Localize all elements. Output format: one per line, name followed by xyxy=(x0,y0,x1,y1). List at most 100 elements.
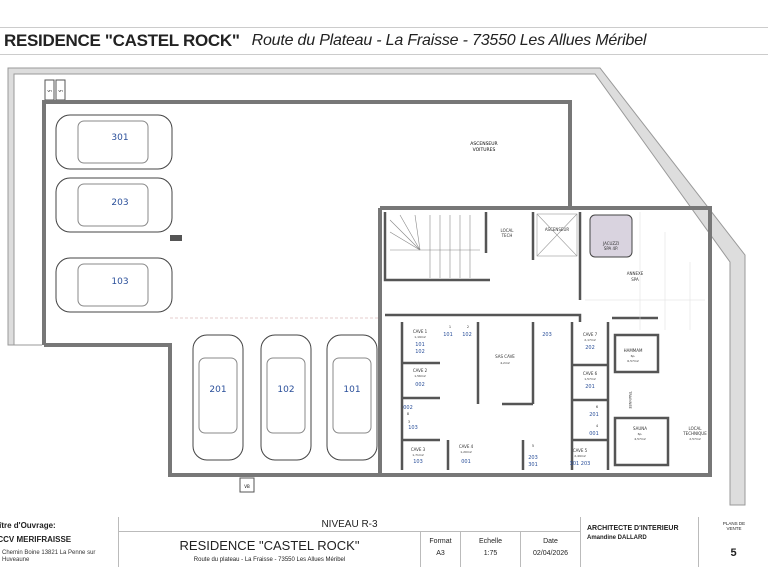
room-area: 1,56m2 xyxy=(414,374,426,378)
sheet-cell: PLANS DE VENTE 5 xyxy=(698,517,768,567)
room-sas-cave: SAS CAVE xyxy=(495,354,515,359)
room-area: 4,2m2 xyxy=(500,361,510,365)
locker-lot: 103 xyxy=(408,425,418,431)
architect-name: Amandine DALLARD xyxy=(587,535,647,541)
architect-label: ARCHITECTE D'INTERIEUR xyxy=(587,525,679,532)
room-local-technique: LOCAL xyxy=(689,426,703,431)
elevator-shaft xyxy=(536,213,578,257)
lot-number: 001 xyxy=(461,459,471,465)
locker-number: 5 xyxy=(532,444,534,448)
locker-number: 2 xyxy=(467,325,469,329)
date-value: 02/04/2026 xyxy=(532,550,569,557)
room-cave-5: CAVE 5 xyxy=(573,448,588,453)
owner-address: Chemin Boine 13821 La Penne sur Huveaune xyxy=(2,550,96,563)
lot-number: 101 xyxy=(415,342,425,348)
lot-number: 201 xyxy=(585,384,595,390)
vent-vb xyxy=(239,477,255,493)
room-area: 2,49m2 xyxy=(574,454,586,458)
lot-number: 103 xyxy=(413,459,423,465)
jacuzzi-tub xyxy=(589,214,633,258)
owner-cell: Maître d'Ouvrage: SCCV MERIFRAISSE Chemi… xyxy=(0,517,118,567)
room-capacity: 6p. xyxy=(631,354,636,358)
parking-space-102[interactable]: 102 xyxy=(260,334,312,461)
room-cave-4: CAVE 4 xyxy=(459,444,474,449)
floor-plan: VH VH ASCENSEUR VOITURES 301 203 103 201… xyxy=(7,67,746,506)
parking-space-301[interactable]: 301 xyxy=(55,114,173,170)
room-local-tech: TECH xyxy=(501,233,513,238)
interior-walls xyxy=(383,212,670,470)
room-local-technique: TECHNIQUE xyxy=(682,431,707,436)
date-label: Date xyxy=(543,538,558,545)
locker-lot: 002 xyxy=(403,405,413,411)
room-cave-1: CAVE 1 xyxy=(413,329,428,334)
space-number: 103 xyxy=(111,277,128,287)
locker-number: 8 xyxy=(407,412,409,416)
room-annexe-spa: SPA xyxy=(631,277,639,282)
owner-label: Maître d'Ouvrage: xyxy=(0,521,56,530)
locker-number: 3 xyxy=(408,420,410,424)
room-area: 2,57m2 xyxy=(689,437,701,441)
parking-space-101[interactable]: 101 xyxy=(326,334,378,461)
locker-number: 6 xyxy=(596,405,598,409)
room-cave-3: CAVE 3 xyxy=(411,447,426,452)
project-cell: RESIDENCE "CASTEL ROCK" Route du plateau… xyxy=(118,532,420,567)
parking-space-103[interactable]: 103 xyxy=(55,257,173,313)
room-ascenseur: ASCENSEUR xyxy=(545,227,570,232)
architect-cell: ARCHITECTE D'INTERIEUR Amandine DALLARD xyxy=(580,517,698,567)
room-area: 6,57m2 xyxy=(627,359,639,363)
locker-labels: 1 101 2 102 203 002 8 3 103 6 201 4 001 … xyxy=(403,325,599,468)
owner-name: SCCV MERIFRAISSE xyxy=(0,535,72,544)
room-sauna: SAUNA xyxy=(633,426,647,431)
residence-title: RESIDENCE "CASTEL ROCK" xyxy=(4,31,240,50)
staircase xyxy=(389,214,480,278)
locker-lot: 201 xyxy=(589,412,599,418)
locker-lot: 203 xyxy=(542,332,552,338)
date-cell: Date 02/04/2026 xyxy=(520,532,580,567)
parking-space-201[interactable]: 201 xyxy=(192,334,244,461)
locker-number: 4 xyxy=(596,424,599,428)
room-area: 1,19m2 xyxy=(414,335,426,339)
space-number: 203 xyxy=(111,198,128,208)
format-value: A3 xyxy=(436,550,445,557)
column xyxy=(170,235,182,241)
room-cave-6: CAVE 6 xyxy=(583,371,598,376)
locker-lot: 301 xyxy=(528,462,538,468)
locker-lot: 001 xyxy=(589,431,599,437)
locker-number: 1 xyxy=(449,325,451,329)
room-labels: LOCAL TECH ASCENSEUR JACUZZI SPA 4P. ANN… xyxy=(411,227,707,467)
garage-walls xyxy=(42,100,712,477)
room-cave-7: CAVE 7 xyxy=(583,332,598,337)
project-name: RESIDENCE "CASTEL ROCK" xyxy=(179,538,360,553)
lot-number: 202 xyxy=(585,345,595,351)
locker-lot: 101 xyxy=(443,332,453,338)
vh-label: VH xyxy=(58,89,62,93)
scale-value: 1:75 xyxy=(483,550,498,557)
space-number: 102 xyxy=(277,385,294,395)
lot-number: 102 xyxy=(415,349,425,355)
room-cave-2: CAVE 2 xyxy=(413,368,428,373)
room-local-tech: LOCAL xyxy=(501,228,515,233)
level-label: NIVEAU R-3 xyxy=(118,517,580,532)
room-hammam: HAMMAM xyxy=(624,348,643,353)
room-annexe-spa: ANNEXE xyxy=(627,271,644,276)
locker-lot: 102 xyxy=(462,332,472,338)
title-block: Maître d'Ouvrage: SCCV MERIFRAISSE Chemi… xyxy=(0,517,768,567)
room-area: 1,20m2 xyxy=(460,450,472,454)
locker-lot: 203 xyxy=(528,455,538,461)
room-area: 1,71m2 xyxy=(412,453,424,457)
page-header: RESIDENCE "CASTEL ROCK" Route du Plateau… xyxy=(0,27,768,55)
parking-space-203[interactable]: 203 xyxy=(55,177,173,233)
room-area: 1,57m2 xyxy=(584,377,596,381)
room-jacuzzi: SPA 4P. xyxy=(604,246,618,251)
scale-cell: Echelle 1:75 xyxy=(460,532,520,567)
vb-label: VB xyxy=(244,484,250,489)
room-trainnee: TRAINNEE xyxy=(628,390,632,409)
format-label: Format xyxy=(429,538,452,545)
format-cell: Format A3 xyxy=(420,532,460,567)
room-jacuzzi: JACUZZI xyxy=(602,241,619,246)
sheet-number: 5 xyxy=(730,547,737,559)
car-lift-label: VOITURES xyxy=(473,147,496,153)
car-lift-label: ASCENSEUR xyxy=(470,141,497,147)
residence-address: Route du Plateau - La Fraisse - 73550 Le… xyxy=(251,32,647,49)
scale-label: Echelle xyxy=(479,538,502,545)
